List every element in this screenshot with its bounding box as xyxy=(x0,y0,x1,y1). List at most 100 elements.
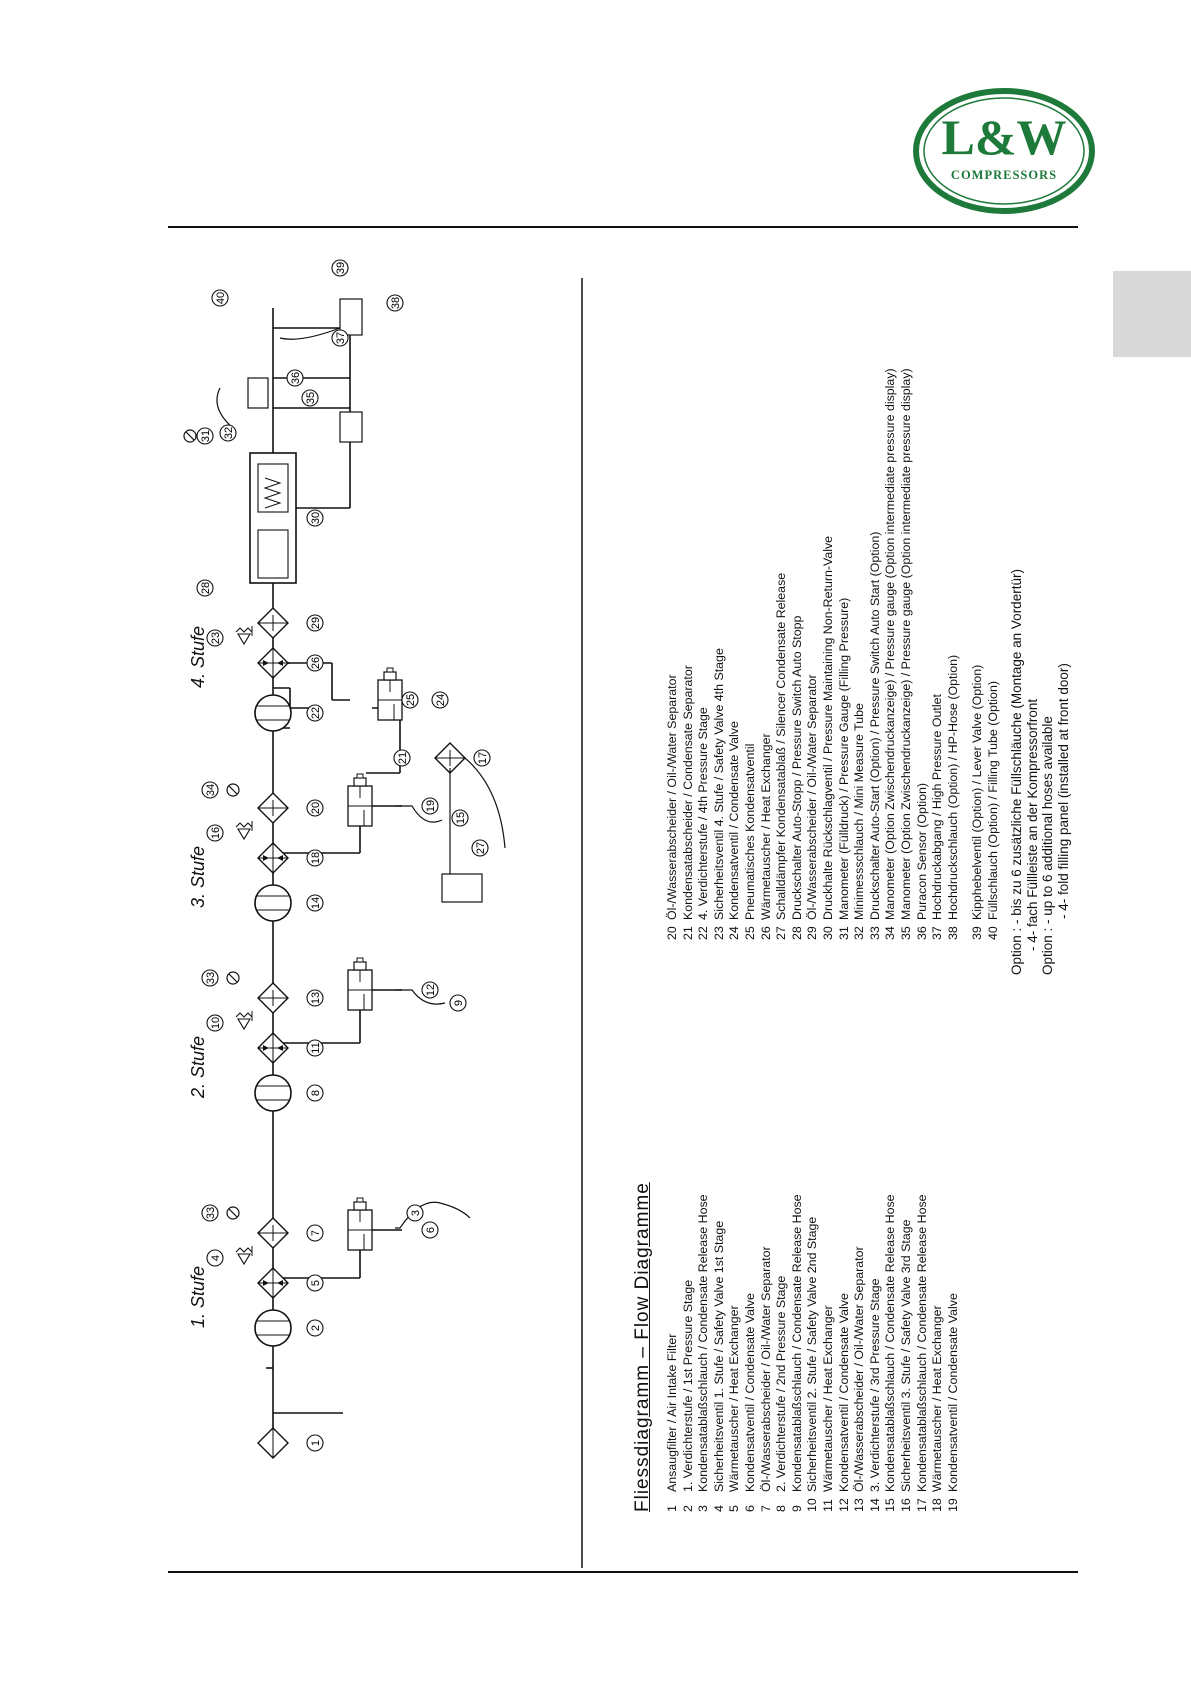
legend-item: 15Kondensatablaßschlauch / Condensate Re… xyxy=(883,1194,899,1512)
legend-item: 39Kipphebelventil (Option) / Lever Valve… xyxy=(970,665,986,940)
legend-item-number: 6 xyxy=(742,1505,757,1512)
callout-23: 23 xyxy=(206,629,224,647)
callout-number: 10 xyxy=(210,1017,222,1029)
callout-circle xyxy=(306,1039,324,1057)
callout-number: 25 xyxy=(405,694,417,706)
legend-item: 143. Verdichterstufe / 3rd Pressure Stag… xyxy=(868,1194,884,1512)
legend-item-text: Hochdruckschlauch (Option) / HP-Hose (Op… xyxy=(945,654,960,920)
legend-item: 31Manometer (Fülldruck) / Pressure Gauge… xyxy=(837,368,853,940)
legend-item-number: 13 xyxy=(852,1498,867,1512)
legend-item-number: 1 xyxy=(665,1505,679,1512)
legend-item: 40Füllschlauch (Option) / Filling Tube (… xyxy=(986,665,1002,940)
callout-6: 6 xyxy=(421,1221,439,1239)
callout-circle xyxy=(201,969,219,987)
callout-circle xyxy=(431,691,449,709)
callout-circle xyxy=(473,749,491,767)
callout-number: 20 xyxy=(310,802,322,814)
callout-circle xyxy=(206,1249,224,1267)
callout-number: 27 xyxy=(475,842,487,854)
callout-number: 13 xyxy=(310,992,322,1004)
legend-item-text: Wärmetauscher / Heat Exchanger xyxy=(727,1305,742,1492)
callout-28: 28 xyxy=(196,579,214,597)
legend-item-text: Wärmetauscher / Heat Exchanger xyxy=(820,1305,835,1492)
legend-item-text: Puracon Sensor (Option) xyxy=(914,782,929,920)
callout-number: 17 xyxy=(477,752,489,764)
legend-item: 27Schalldämpfer Kondensatablaß / Silence… xyxy=(774,368,790,940)
legend-item-text: 1. Verdichterstufe / 1st Pressure Stage xyxy=(680,1279,695,1492)
legend-item-number: 3 xyxy=(696,1505,711,1512)
legend-item-number: 23 xyxy=(711,926,726,940)
callout-13: 13 xyxy=(306,989,324,1007)
callout-30: 30 xyxy=(306,509,324,527)
header-rule xyxy=(168,226,1078,228)
legend-item-text: Kondensatablaßschlauch / Condensate Rele… xyxy=(789,1194,804,1492)
legend-item-number: 5 xyxy=(727,1505,742,1512)
legend-item-number: 22 xyxy=(696,926,711,940)
callout-circle xyxy=(306,509,324,527)
legend-item-text: Sicherheitsventil 4. Stufe / Safety Valv… xyxy=(711,648,726,920)
callout-18: 18 xyxy=(306,849,324,867)
callout-10: 10 xyxy=(206,1014,224,1032)
callout-number: 28 xyxy=(200,582,212,594)
callout-circle xyxy=(306,894,324,912)
callout-number: 32 xyxy=(223,427,235,439)
stage-label-2: 2. Stufe xyxy=(188,1035,208,1098)
callout-number: 7 xyxy=(310,1230,322,1236)
legend-item: 26Wärmetauscher / Heat Exchanger xyxy=(759,368,775,940)
legend-item: 29Öl-/Wasserabscheider / Oil-/Water Sepa… xyxy=(805,368,821,940)
callout-circle xyxy=(201,1204,219,1222)
legend-item: 30Druckhalte Rückschlagventil / Pressure… xyxy=(821,368,837,940)
legend-item: 11 Wärmetauscher / Heat Exchanger xyxy=(821,1194,837,1512)
legend-item-number: 14 xyxy=(867,1498,882,1512)
callout-number: 30 xyxy=(310,512,322,524)
callout-circle xyxy=(306,989,324,1007)
legend-item-text: Füllschlauch (Option) / Filling Tube (Op… xyxy=(985,681,1000,920)
stage-label-1: 1. Stufe xyxy=(188,1265,208,1328)
legend-item-number: 11 xyxy=(820,1499,835,1512)
footer-rule xyxy=(168,1571,1078,1573)
callout-number: 40 xyxy=(215,292,227,304)
callout-27: 27 xyxy=(471,839,489,857)
legend-item: 24Kondensatventil / Condensate Valve xyxy=(727,368,743,940)
legend-extra: 39Kipphebelventil (Option) / Lever Valve… xyxy=(970,665,1001,940)
callout-7: 7 xyxy=(306,1224,324,1242)
legend-item-number: 32 xyxy=(852,926,867,940)
legend-item-number: 10 xyxy=(805,1498,820,1512)
legend-item: 10Sicherheitsventil 2. Stufe / Safety Va… xyxy=(805,1194,821,1512)
flow-diagram: 1234567891011121314151617181920212223242… xyxy=(183,259,583,1568)
callout-circles: 1234567891011121314151617181920212223242… xyxy=(196,259,491,1452)
callout-circle xyxy=(471,839,489,857)
callout-circle xyxy=(286,369,304,387)
callout-number: 31 xyxy=(200,430,212,442)
callout-circle xyxy=(306,799,324,817)
legend-item-number: 20 xyxy=(665,926,679,940)
callout-8: 8 xyxy=(306,1084,324,1102)
callout-circle xyxy=(306,849,324,867)
callout-circle xyxy=(449,994,467,1012)
legend-item: 3Kondensatablaßschlauch / Condensate Rel… xyxy=(696,1194,712,1512)
legend-item: 9Kondensatablaßschlauch / Condensate Rel… xyxy=(790,1194,806,1512)
option-line: Option : - bis zu 6 zusätzliche Füllschl… xyxy=(1009,569,1024,975)
legend-item-text: Ansaugfilter / Air Intake Filter xyxy=(665,1333,679,1492)
callout-number: 11 xyxy=(310,1042,322,1053)
callout-15: 15 xyxy=(451,809,469,827)
legend-item: 12Kondensatventil / Condensate Valve xyxy=(837,1194,853,1512)
legend-item: 32Minimessschlauch / Mini Measure Tube xyxy=(852,368,868,940)
legend-item-text: 2. Verdichterstufe / 2nd Pressure Stage xyxy=(774,1275,789,1492)
callout-25: 25 xyxy=(401,691,419,709)
legend-item-number: 38 xyxy=(945,926,960,940)
callout-37: 37 xyxy=(331,329,349,347)
callout-number: 2 xyxy=(310,1325,322,1331)
callout-circle xyxy=(306,1434,324,1452)
legend-item-number: 4 xyxy=(711,1505,726,1512)
callout-circle xyxy=(211,289,229,307)
callout-14: 14 xyxy=(306,894,324,912)
callout-number: 12 xyxy=(425,984,437,996)
legend-item-number: 29 xyxy=(805,926,820,940)
legend-item: 28Druckschalter Auto-Stopp / Pressure Sw… xyxy=(790,368,806,940)
legend-item-number: 33 xyxy=(867,926,882,940)
legend-item-text: Kondensatablaßschlauch / Condensate Rele… xyxy=(914,1194,929,1492)
callout-circle xyxy=(301,389,319,407)
